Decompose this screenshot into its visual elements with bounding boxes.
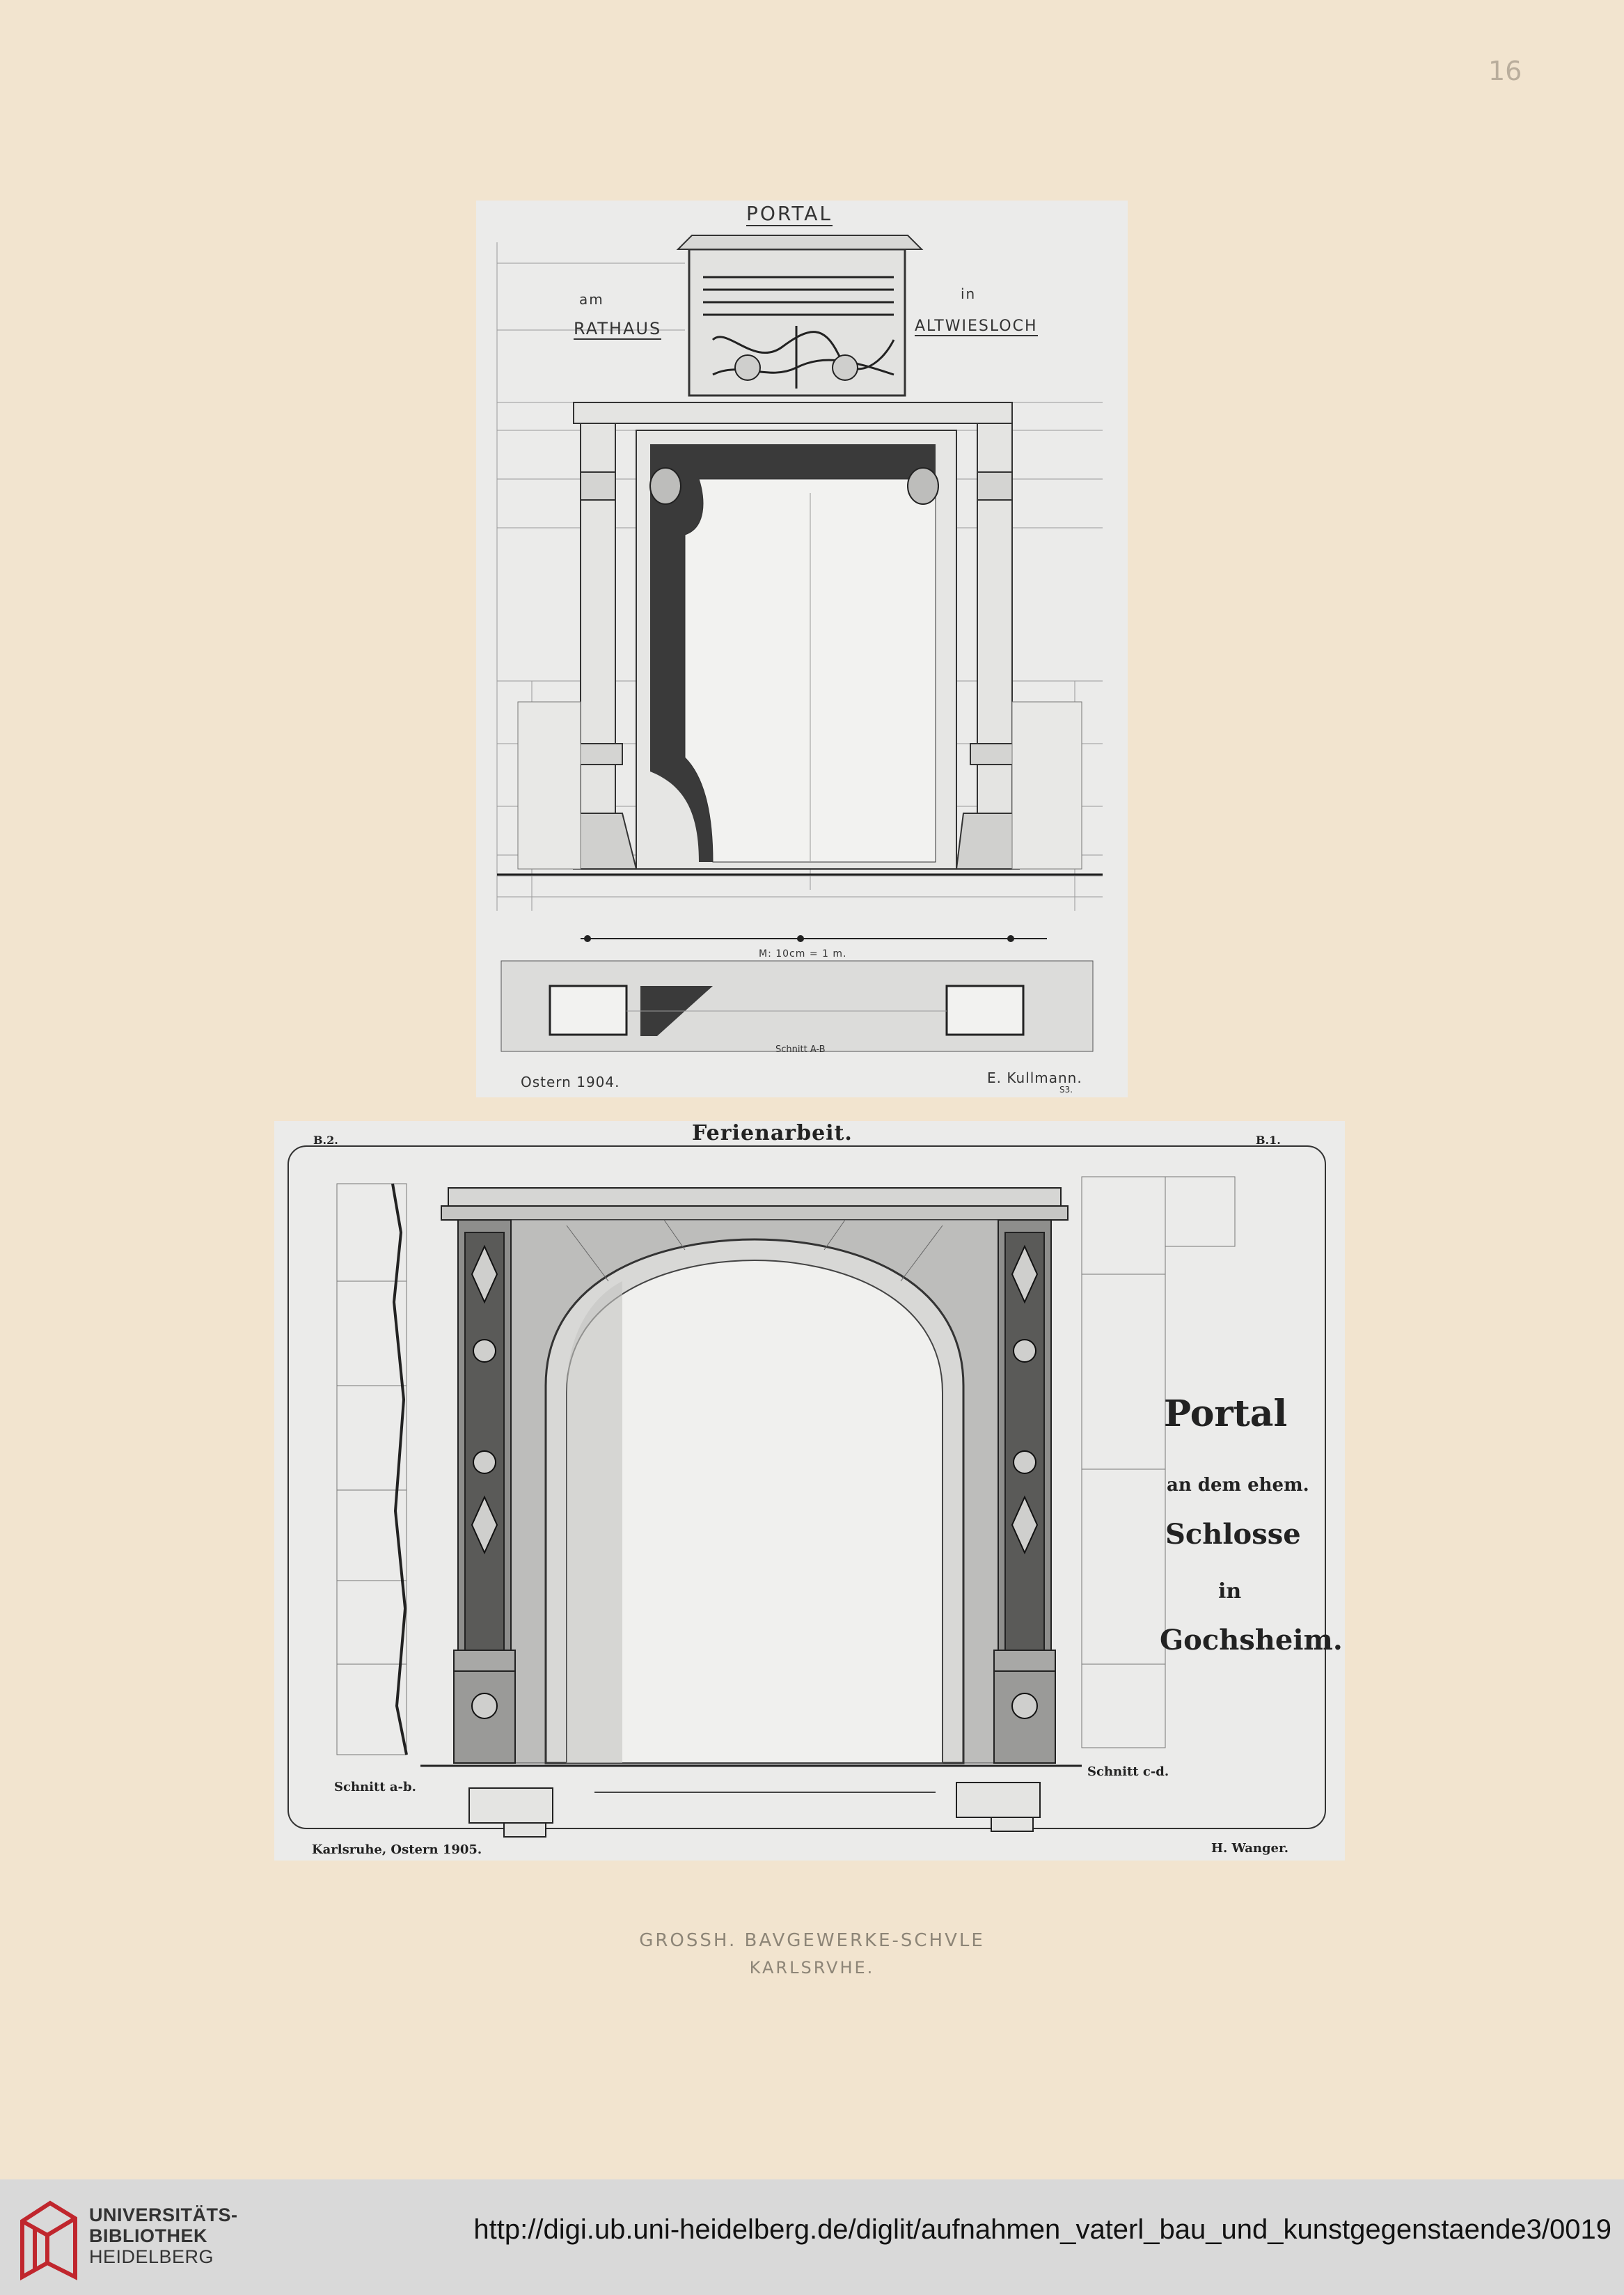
library-name-line-3: HEIDELBERG xyxy=(89,2246,214,2267)
lower-plate: Ferienarbeit. B.2. B.1. Portal an dem eh… xyxy=(274,1121,1345,1861)
section-caption: Schnitt A-B xyxy=(775,1044,826,1055)
lower-title-portal: Portal xyxy=(1164,1393,1288,1435)
label-am: am xyxy=(579,291,604,308)
upper-portal-drawing xyxy=(496,235,1103,1052)
sheet-mark-left: B.2. xyxy=(313,1134,338,1147)
upper-author-note: S3. xyxy=(1059,1085,1073,1095)
upper-author: E. Kullmann. xyxy=(987,1070,1082,1086)
library-name-line-2: BIBLIOTHEK xyxy=(89,2225,207,2246)
label-in: in xyxy=(961,285,977,302)
section-cd-caption: Schnitt c-d. xyxy=(1087,1764,1169,1779)
label-rathaus: RATHAUS xyxy=(574,319,662,340)
upper-plate-title: PORTAL xyxy=(746,202,833,226)
upper-plate: PORTAL am in RATHAUS ALTWIESLOCH M: 10cm… xyxy=(476,201,1128,1097)
scanned-sheet: 16 xyxy=(274,56,1522,1977)
school-city: KARLSRVHE. xyxy=(749,1958,875,1977)
footer-bar: UNIVERSITÄTS- BIBLIOTHEK HEIDELBERG http… xyxy=(0,2179,1624,2295)
lower-title-an-dem: an dem ehem. xyxy=(1167,1475,1309,1496)
school-name: GROSSH. BAVGEWERKE-SCHVLE xyxy=(639,1930,985,1951)
library-name: UNIVERSITÄTS- BIBLIOTHEK HEIDELBERG xyxy=(89,2204,238,2267)
lower-title-schlosse: Schlosse xyxy=(1165,1518,1301,1551)
label-place: ALTWIESLOCH xyxy=(915,318,1038,336)
lower-title-place: Gochsheim. xyxy=(1160,1624,1343,1656)
lower-plate-header: Ferienarbeit. xyxy=(692,1121,853,1145)
lower-date: Karlsruhe, Ostern 1905. xyxy=(312,1842,482,1857)
library-name-line-1: UNIVERSITÄTS- xyxy=(89,2204,238,2225)
sheet-mark-right: B.1. xyxy=(1256,1134,1281,1147)
upper-date: Ostern 1904. xyxy=(521,1074,620,1090)
lower-portal-drawing xyxy=(287,1145,1326,1838)
section-ab-caption: Schnitt a-b. xyxy=(334,1780,416,1794)
lower-author: H. Wanger. xyxy=(1211,1841,1289,1856)
source-url-link[interactable]: http://digi.ub.uni-heidelberg.de/diglit/… xyxy=(473,2214,1611,2245)
page-number: 16 xyxy=(1488,56,1522,86)
library-logo-icon xyxy=(20,2200,77,2281)
lower-title-in: in xyxy=(1218,1579,1242,1604)
scale-caption: M: 10cm = 1 m. xyxy=(759,948,847,959)
